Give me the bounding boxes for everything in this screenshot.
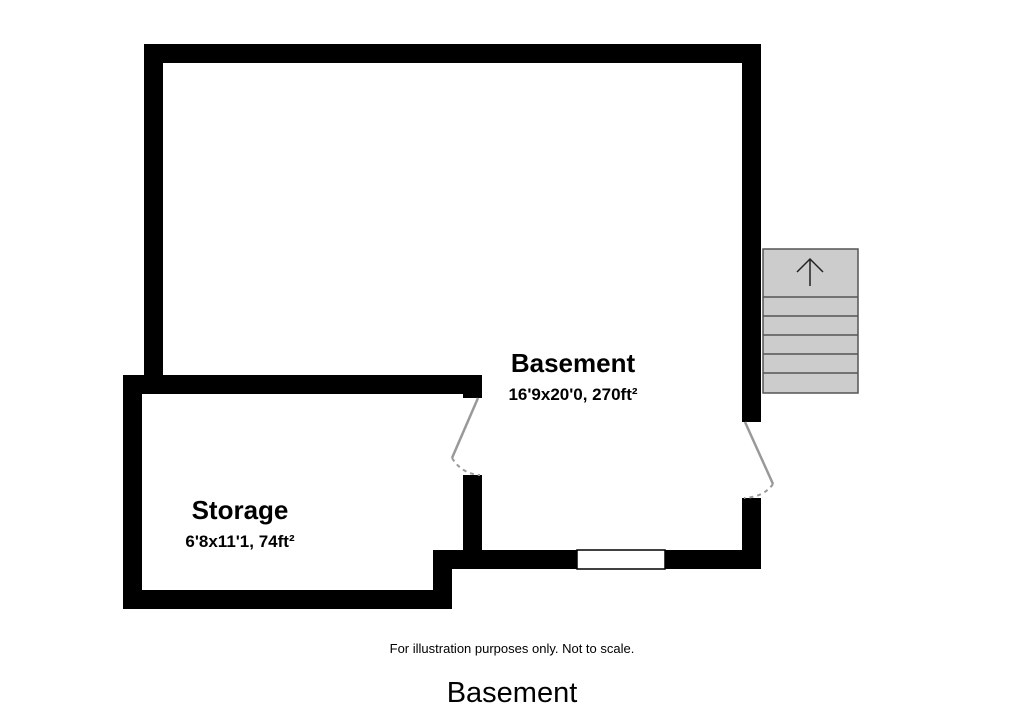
disclaimer-text: For illustration purposes only. Not to s… xyxy=(389,641,635,656)
basement-bottom-wall-left xyxy=(463,550,577,569)
storage-bottom-wall xyxy=(123,590,452,609)
basement-right-door-swing xyxy=(743,483,774,499)
basement-room-name: Basement xyxy=(511,348,636,378)
storage-left-wall xyxy=(123,375,142,609)
basement-window xyxy=(576,549,666,570)
arrow-up-icon xyxy=(796,257,824,286)
basement-bottom-wall-right xyxy=(665,550,761,569)
basement-right-door-leaf xyxy=(743,421,775,485)
storage-door-swing xyxy=(451,457,481,476)
basement-top-wall xyxy=(144,44,761,63)
basement-room-dimensions: 16'9x20'0, 270ft² xyxy=(508,385,637,404)
storage-room-name: Storage xyxy=(192,495,289,525)
storage-door-leaf xyxy=(450,397,480,459)
basement-right-door xyxy=(743,421,775,499)
storage-walls xyxy=(123,375,482,609)
basement-right-wall-upper xyxy=(742,44,761,422)
basement-walls xyxy=(144,44,761,569)
storage-notch-horizontal xyxy=(433,550,482,569)
partition-wall-lower xyxy=(463,475,482,569)
storage-top-wall xyxy=(123,375,482,394)
storage-room-dimensions: 6'8x11'1, 74ft² xyxy=(185,532,295,551)
stairs xyxy=(762,248,859,394)
basement-left-wall xyxy=(144,44,163,375)
floor-title: Basement xyxy=(446,677,578,709)
storage-door xyxy=(450,397,481,476)
